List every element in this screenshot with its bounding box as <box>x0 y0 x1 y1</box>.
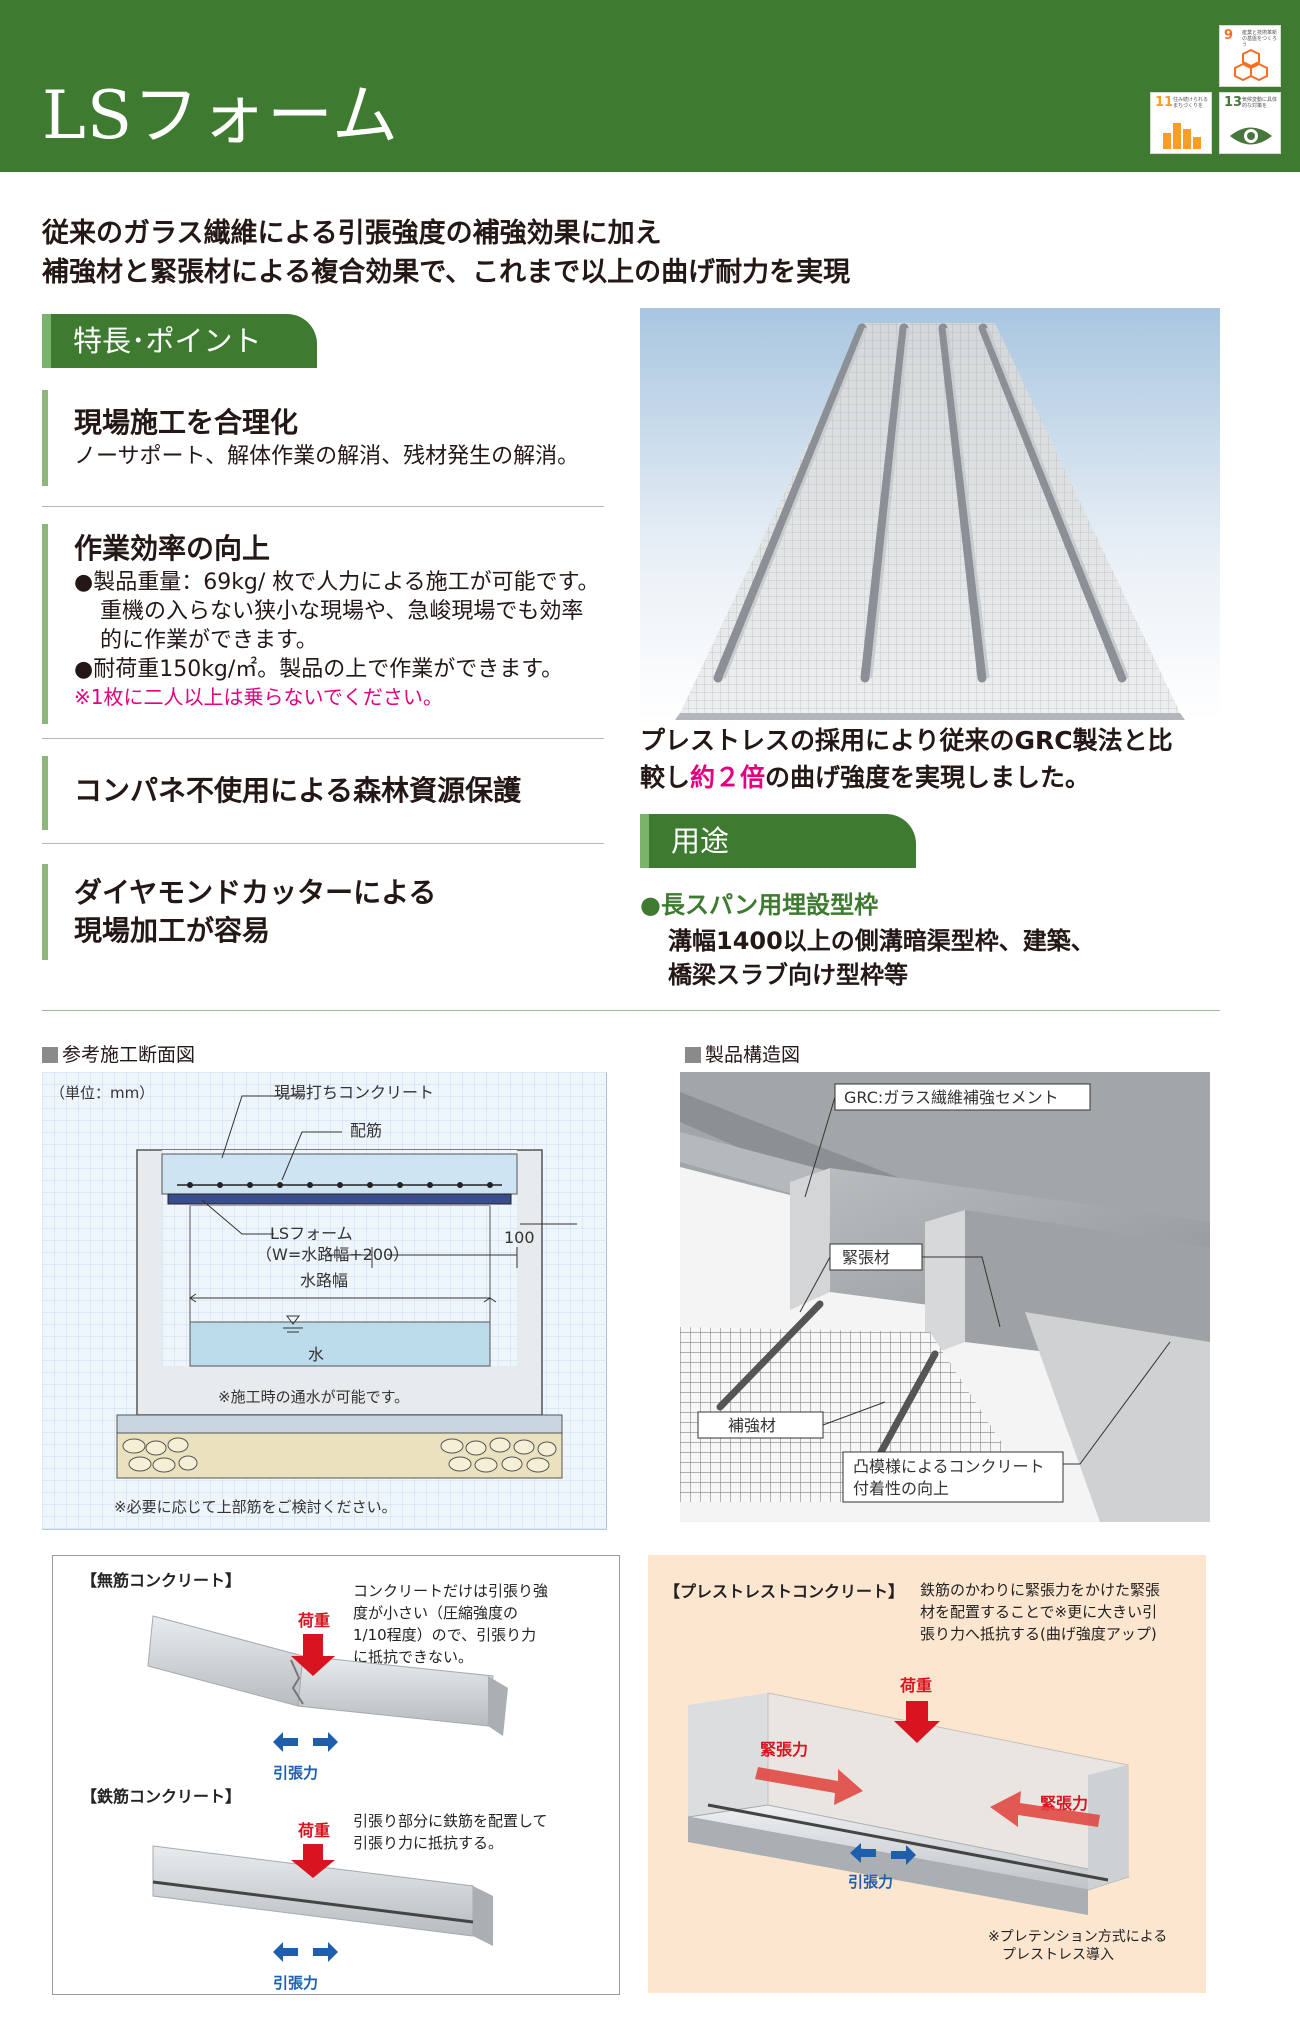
lsform-label: LSフォーム <box>270 1224 353 1243</box>
sdg-9-icon: 9 産業と技術革新の基盤をつくろう <box>1219 25 1281 87</box>
tension-arrow-right-icon <box>313 1942 338 1962</box>
sdg-11-icon: 11 住み続けられるまちづくりを <box>1150 92 1212 154</box>
bump-label-1: 凸模様によるコンクリート <box>853 1457 1045 1476</box>
plain-desc-1: コンクリートだけは引張り強 <box>353 1582 548 1600</box>
sdg-13-icon: 13 気候変動に具体的な対策を <box>1219 92 1281 154</box>
usage-title: ●長スパン用埋設型枠 <box>640 891 879 919</box>
prestress-label-left: 緊張力 <box>760 1740 808 1759</box>
plain-desc-3: 1/10程度）ので、引張り力 <box>353 1626 536 1644</box>
divider <box>42 738 604 739</box>
water-label: 水 <box>308 1345 324 1364</box>
reinforce-label: 補強材 <box>728 1416 776 1435</box>
pc-title: 【プレストレストコンクリート】 <box>664 1582 904 1601</box>
square-bullet-icon <box>42 1047 58 1063</box>
tension-arrow-right-icon <box>313 1732 338 1752</box>
divider <box>42 843 604 844</box>
load-arrow-icon <box>291 1844 335 1878</box>
grc-label: GRC:ガラス繊維補強セメント <box>844 1088 1059 1107</box>
lead-text: 従来のガラス繊維による引張強度の補強効果に加え 補強材と緊張材による複合効果で、… <box>42 218 851 288</box>
plain-concrete-title: 【無筋コンクリート】 <box>81 1571 241 1590</box>
prestress-arrow-right-icon <box>755 1767 863 1805</box>
plain-tension-label: 引張力 <box>273 1764 318 1782</box>
caption-highlight: 約２倍 <box>690 763 766 792</box>
structure-drawing: GRC:ガラス繊維補強セメント 緊張材 補強材 凸模様によるコンクリート 付着性… <box>680 1072 1210 1522</box>
tension-arrow-left-icon <box>273 1942 298 1962</box>
product-photo <box>640 308 1220 720</box>
pc-tension-label: 引張力 <box>848 1873 893 1891</box>
usage-heading: 用途 <box>640 814 916 868</box>
concrete-comparison-panel: 【無筋コンクリート】 コンクリートだけは引張り強 度が小さい（圧縮強度の 1/1… <box>52 1555 620 1995</box>
bump-label-2: 付着性の向上 <box>853 1479 949 1498</box>
photo-caption: プレストレスの採用により従来のGRC製法と比 較し約２倍の曲げ強度を実現しました… <box>640 726 1173 792</box>
city-icon <box>1163 123 1201 149</box>
load-arrow-icon <box>291 1634 335 1676</box>
tension-arrow-left-icon <box>850 1843 876 1863</box>
plain-desc-2: 度が小さい（圧縮強度の <box>353 1604 518 1622</box>
plain-load-label: 荷重 <box>298 1611 330 1630</box>
note-upper-rebar: ※必要に応じて上部筋をご検討ください。 <box>114 1498 397 1516</box>
divider <box>42 506 604 507</box>
pc-note-2: プレストレス導入 <box>1002 1947 1114 1963</box>
feature-forest-protection: コンパネ不使用による森林資源保護 <box>42 756 604 830</box>
section-divider <box>42 1010 1220 1011</box>
section-drawing: （単位：mm） 現場打ちコンクリート 配筋 LSフォーム （W=水路幅+200）… <box>41 1071 608 1531</box>
prestressed-panel: 【プレストレストコンクリート】 鉄筋のかわりに緊張力をかけた緊張 材を配置するこ… <box>648 1555 1206 1993</box>
prestress-arrow-left-icon <box>990 1791 1100 1827</box>
features-heading: 特長･ポイント <box>42 314 317 368</box>
eye-earth-icon <box>1230 127 1272 145</box>
usage-body: 溝幅1400以上の側溝暗渠型枠、建築、 橋梁スラブ向け型枠等 <box>668 927 1095 989</box>
dim-100-label: 100 <box>504 1228 535 1247</box>
pc-desc-3: 張り力へ抵抗する(曲げ強度アップ) <box>920 1625 1157 1643</box>
load-arrow-icon <box>894 1701 940 1743</box>
note-flow: ※施工時の通水が可能です。 <box>218 1388 409 1406</box>
tension-arrow-right-icon <box>891 1845 916 1865</box>
channel-width-label: 水路幅 <box>300 1271 348 1290</box>
feature-site-rationalization: 現場施工を合理化 ノーサポート、解体作業の解消、残材発生の解消。 <box>42 390 604 486</box>
feature-diamond-cutter: ダイヤモンドカッターによる 現場加工が容易 <box>42 864 604 960</box>
tension-arrow-left-icon <box>273 1732 298 1752</box>
feature-work-efficiency: 作業効率の向上 ●製品重量：69kg/ 枚で人力による施工が可能です。重機の入ら… <box>42 524 604 724</box>
tendon-label: 緊張材 <box>842 1248 890 1267</box>
section-fig-label: 参考施工断面図 <box>42 1040 195 1067</box>
rc-desc-1: 引張り部分に鉄筋を配置して <box>353 1812 548 1830</box>
square-bullet-icon <box>685 1047 701 1063</box>
rc-desc-2: 引張り力に抵抗する。 <box>353 1834 503 1852</box>
unit-label: （単位：mm） <box>50 1084 154 1102</box>
struct-fig-label: 製品構造図 <box>685 1040 800 1067</box>
plain-desc-4: に抵抗できない。 <box>353 1648 473 1666</box>
page-title: LSフォーム <box>42 77 400 154</box>
rc-load-label: 荷重 <box>298 1821 330 1840</box>
width-label: （W=水路幅+200） <box>256 1245 409 1264</box>
concrete-label: 現場打ちコンクリート <box>274 1083 434 1102</box>
pc-note-1: ※プレテンション方式による <box>988 1929 1167 1945</box>
rc-concrete-title: 【鉄筋コンクリート】 <box>81 1787 241 1806</box>
rc-tension-label: 引張力 <box>273 1974 318 1992</box>
pc-desc-1: 鉄筋のかわりに緊張力をかけた緊張 <box>920 1581 1160 1599</box>
rebar-label: 配筋 <box>350 1121 382 1140</box>
pc-load-label: 荷重 <box>900 1676 932 1695</box>
pc-desc-2: 材を配置することで※更に大きい引 <box>920 1603 1157 1621</box>
cubes-icon <box>1234 48 1268 82</box>
header-banner: LSフォーム 9 産業と技術革新の基盤をつくろう 11 住み続けられるまちづくり… <box>0 0 1300 172</box>
